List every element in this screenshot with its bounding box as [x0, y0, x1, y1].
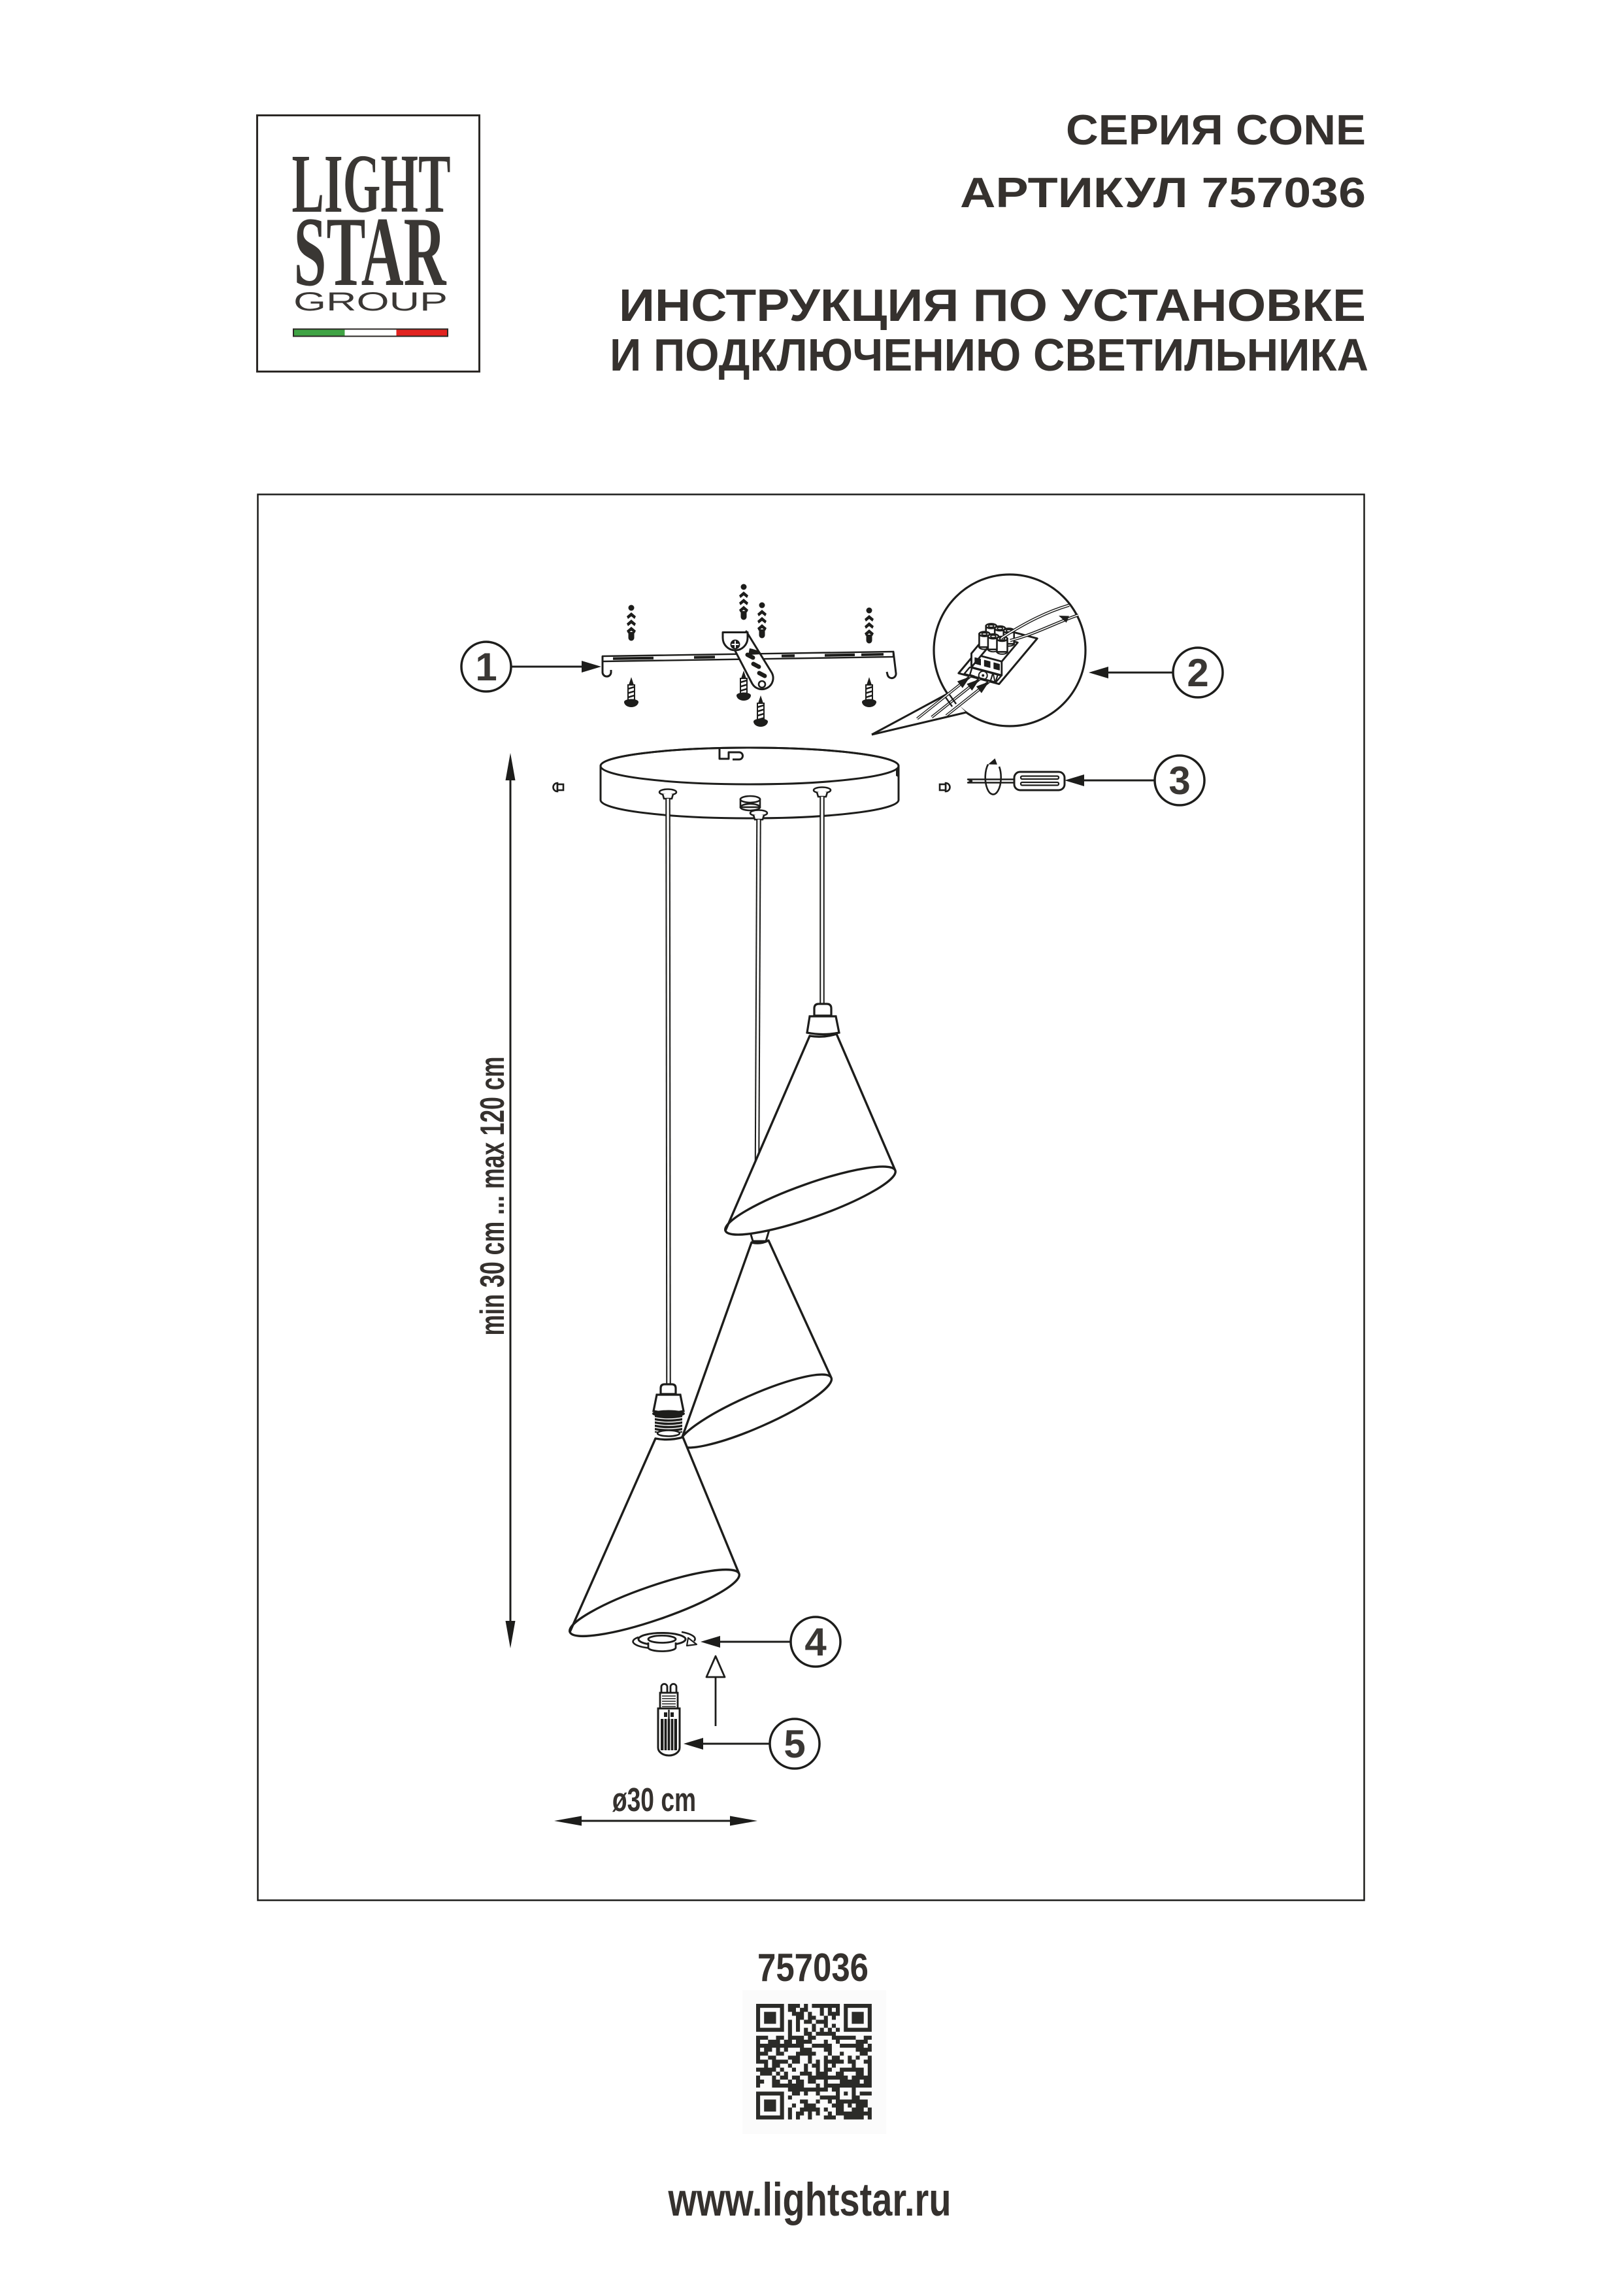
svg-text:2: 2 [1187, 651, 1208, 695]
svg-text:СЕРИЯ CONE: СЕРИЯ CONE [1066, 106, 1366, 154]
svg-text:757036: 757036 [757, 1946, 869, 1989]
svg-text:4: 4 [804, 1620, 827, 1664]
svg-text:GROUP: GROUP [293, 288, 448, 316]
svg-text:min 30 cm ... max 120 cm: min 30 cm ... max 120 cm [474, 1057, 512, 1336]
svg-text:3: 3 [1168, 759, 1190, 803]
svg-text:5: 5 [784, 1722, 805, 1766]
svg-text:ИНСТРУКЦИЯ ПО УСТАНОВКЕ: ИНСТРУКЦИЯ ПО УСТАНОВКЕ [619, 280, 1366, 331]
svg-text:И ПОДКЛЮЧЕНИЮ СВЕТИЛЬНИКА: И ПОДКЛЮЧЕНИЮ СВЕТИЛЬНИКА [610, 329, 1368, 380]
svg-text:АРТИКУЛ 757036: АРТИКУЛ 757036 [960, 169, 1366, 216]
svg-text:ø30 cm: ø30 cm [612, 1782, 696, 1818]
svg-text:1: 1 [475, 645, 497, 689]
svg-text:www.lightstar.ru: www.lightstar.ru [668, 2174, 952, 2226]
